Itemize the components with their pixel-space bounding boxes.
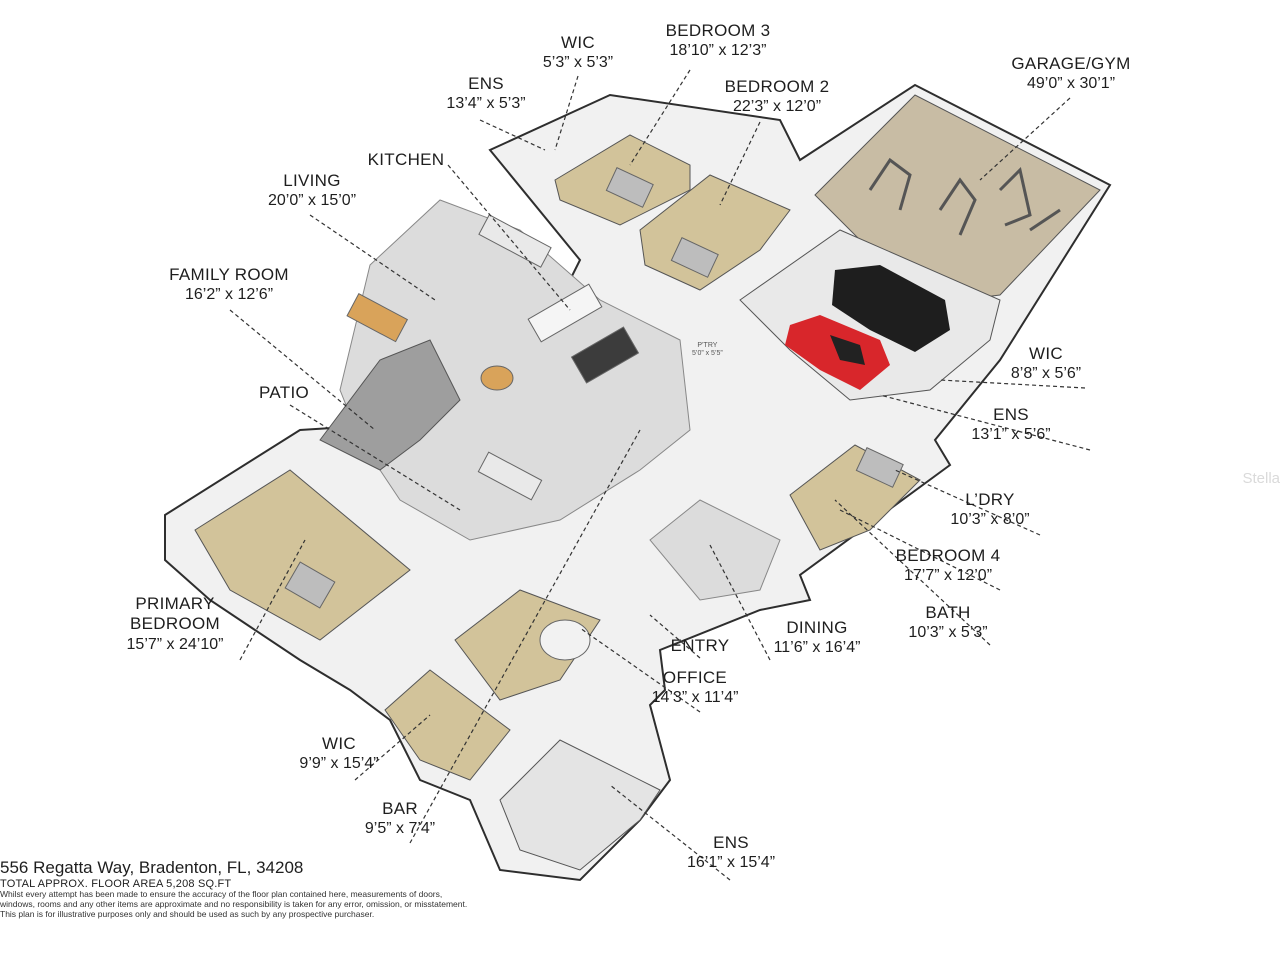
dining-floor [649, 499, 781, 601]
label-name: DINING [786, 618, 848, 637]
label-name: GARAGE/GYM [1011, 54, 1131, 73]
label-pantry: P’TRY 5’0” x 5’5” [692, 342, 723, 357]
disclaimer-line-1: Whilst every attempt has been made to en… [0, 889, 443, 900]
floor-area: TOTAL APPROX. FLOOR AREA 5,208 SQ.FT [0, 877, 232, 890]
label-office: OFFICE 14’3” x 11’4” [652, 668, 739, 708]
label-dims: 11’6” x 16’4” [773, 639, 861, 657]
label-wic-bottom: WIC 9’9” x 15’4” [299, 734, 378, 774]
label-name: WIC [1029, 344, 1063, 363]
label-entry: ENTRY [671, 636, 730, 656]
label-dims: 10’3” x 8’0” [950, 511, 1030, 529]
label-name: BEDROOM 2 [724, 77, 830, 96]
gym-equipment [868, 157, 1061, 236]
label-dims: 15’7” x 24’10” [126, 635, 224, 653]
pantry-dims: 5’0” x 5’5” [692, 349, 723, 357]
label-living: LIVING 20’0” x 15’0” [268, 171, 356, 211]
label-name: ENS [468, 74, 504, 93]
address: 556 Regatta Way, Bradenton, FL, 34208 [0, 858, 304, 877]
label-wic-top: WIC 5’3” x 5’3” [543, 33, 613, 73]
label-name: ENS [713, 833, 749, 852]
label-name: BAR [382, 799, 418, 818]
label-name: BATH [925, 603, 971, 622]
label-dims: 14’3” x 11’4” [651, 689, 739, 707]
furniture [284, 167, 904, 661]
watermark: Stella [1242, 470, 1280, 487]
label-dims: 13’4” x 5’3” [446, 95, 526, 113]
label-name: ENS [993, 405, 1029, 424]
patio-floor [319, 339, 461, 471]
label-ens-bottom: ENS 16’1” x 15’4” [687, 833, 775, 873]
label-dims: 18’10” x 12’3” [669, 42, 767, 60]
label-name: LIVING [283, 171, 341, 190]
label-name: L’DRY [965, 490, 1015, 509]
primary-bedroom-floor [194, 469, 411, 641]
label-dims: 13’1” x 5’6” [971, 426, 1051, 444]
label-bath: BATH 10’3” x 5’3” [908, 603, 987, 643]
label-bedroom3: BEDROOM 3 18’10” x 12’3” [666, 21, 771, 61]
label-dining: DINING 11’6” x 16’4” [774, 618, 861, 658]
pantry-name: P’TRY [697, 342, 718, 349]
label-ens-right: ENS 13’1” x 5’6” [971, 405, 1050, 445]
label-bar: BAR 9’5” x 7’4” [365, 799, 435, 839]
label-name: PATIO [259, 383, 309, 402]
label-name: WIC [561, 33, 595, 52]
label-name: FAMILY ROOM [169, 265, 289, 284]
label-name: ENTRY [670, 636, 730, 655]
label-garage: GARAGE/GYM 49’0” x 30’1” [1011, 54, 1130, 94]
label-name: WIC [322, 734, 356, 753]
disclaimer-line-3: This plan is for illustrative purposes o… [0, 908, 375, 919]
label-bedroom2: BEDROOM 2 22’3” x 12’0” [725, 77, 830, 117]
label-dims: 9’5” x 7’4” [364, 820, 436, 838]
label-dims: 16’2” x 12’6” [184, 286, 274, 304]
label-dims: 22’3” x 12’0” [732, 98, 822, 116]
footer: 556 Regatta Way, Bradenton, FL, 34208 TO… [0, 858, 620, 919]
vehicles [785, 265, 950, 390]
label-name: BEDROOM 4 [895, 546, 1001, 565]
label-name: PRIMARY BEDROOM [130, 594, 220, 634]
label-bedroom4: BEDROOM 4 17’7” x 12’0” [896, 546, 1001, 586]
label-family: FAMILY ROOM 16’2” x 12’6” [169, 265, 289, 305]
disclaimer-line-2: windows, rooms and any other items are a… [0, 898, 468, 909]
label-patio: PATIO [259, 383, 309, 403]
label-kitchen: KITCHEN [368, 150, 445, 170]
label-dims: 10’3” x 5’3” [908, 624, 988, 642]
label-name: BEDROOM 3 [665, 21, 771, 40]
label-dims: 17’7” x 12’0” [903, 567, 993, 585]
label-ens-top: ENS 13’4” x 5’3” [446, 74, 525, 114]
label-dims: 8’8” x 5’6” [1010, 365, 1082, 383]
label-name: KITCHEN [367, 150, 445, 169]
label-laundry: L’DRY 10’3” x 8’0” [950, 490, 1029, 530]
label-dims: 9’9” x 15’4” [299, 755, 379, 773]
ens-bottom-floor [499, 739, 661, 871]
label-name: OFFICE [662, 668, 728, 687]
label-dims: 20’0” x 15’0” [267, 192, 357, 210]
label-dims: 5’3” x 5’3” [542, 54, 614, 72]
label-dims: 16’1” x 15’4” [686, 854, 776, 872]
label-wic-right: WIC 8’8” x 5’6” [1011, 344, 1081, 384]
wic-bottom-floor [384, 669, 511, 781]
label-dims: 49’0” x 30’1” [1026, 75, 1116, 93]
